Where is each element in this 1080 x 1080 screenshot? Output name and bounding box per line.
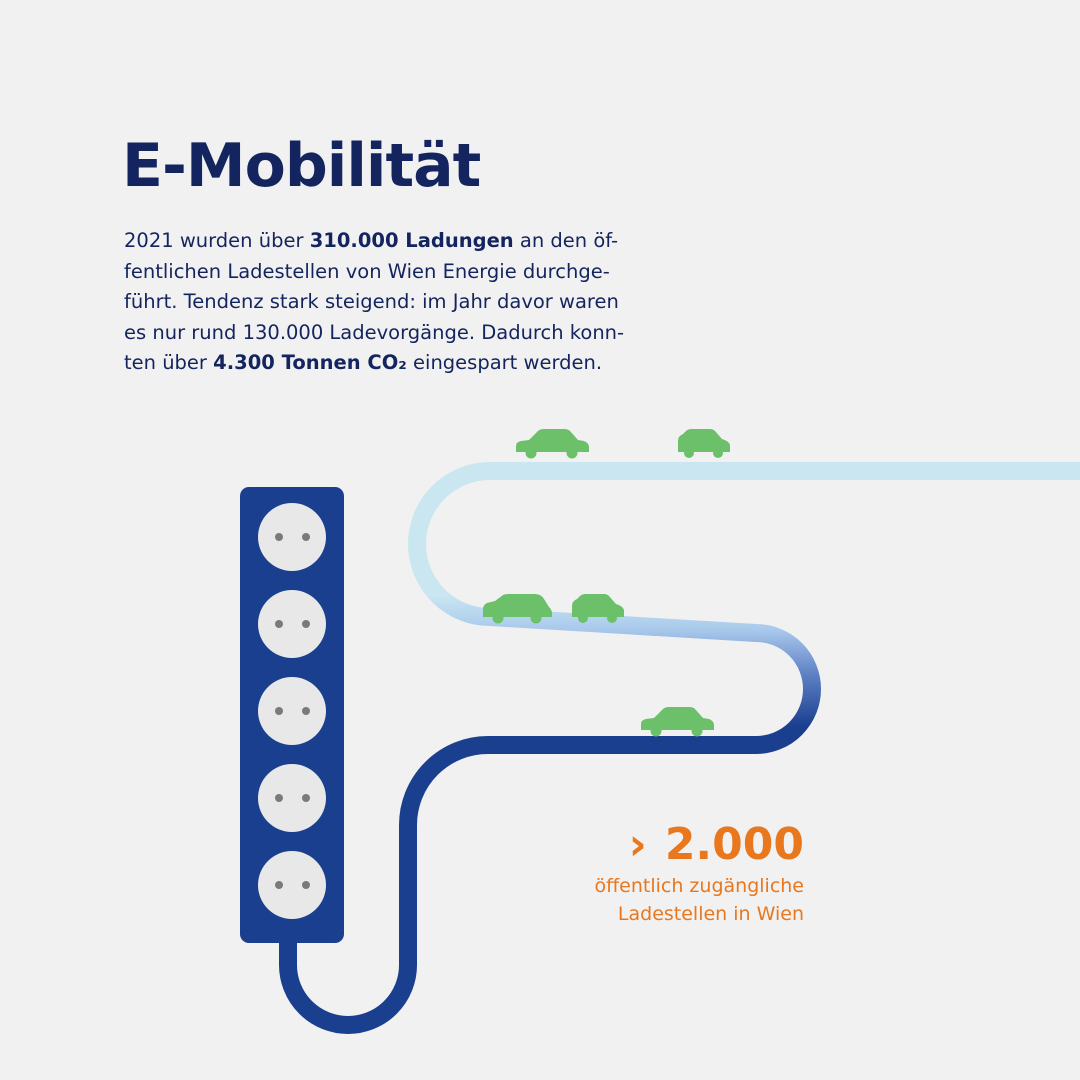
- highlight-charges: 310.000 Ladungen: [309, 229, 514, 252]
- paragraph-line-4: es nur rund 130.000 Ladevorgänge. Dadurc…: [124, 320, 625, 344]
- intro-paragraph: 2021 wurden über 310.000 Ladungen an den…: [124, 226, 684, 379]
- chevron-right-icon: ›: [628, 819, 647, 870]
- socket-icon: [258, 851, 326, 919]
- paragraph-line-1: 2021 wurden über 310.000 Ladungen an den…: [124, 229, 619, 252]
- paragraph-line-3: führt. Tendenz stark steigend: im Jahr d…: [124, 290, 619, 313]
- socket-icon: [258, 590, 326, 658]
- stat-caption-line-2: Ladestellen in Wien: [617, 903, 804, 925]
- paragraph-line-2: fentlichen Ladestellen von Wien Energie …: [124, 259, 610, 283]
- car-icon: [516, 429, 589, 459]
- power-strip-icon: [240, 487, 344, 943]
- highlight-co2: 4.300 Tonnen CO₂: [213, 351, 407, 374]
- paragraph-line-5: ten über 4.300 Tonnen CO₂ eingespart wer…: [124, 351, 603, 374]
- socket-icon: [258, 764, 326, 832]
- socket-icon: [258, 503, 326, 571]
- socket-icon: [258, 677, 326, 745]
- page-title: E-Mobilität: [122, 131, 481, 201]
- charging-cable: [279, 462, 1080, 1034]
- stat-number: 2.000: [664, 819, 804, 870]
- car-icon: [641, 707, 714, 737]
- car-icon: [678, 429, 730, 458]
- stat-number-row: › 2.000: [594, 818, 804, 872]
- stat-caption-line-1: öffentlich zugängliche: [594, 875, 804, 897]
- charging-stations-stat: › 2.000 öffentlich zugängliche Ladestell…: [594, 818, 804, 928]
